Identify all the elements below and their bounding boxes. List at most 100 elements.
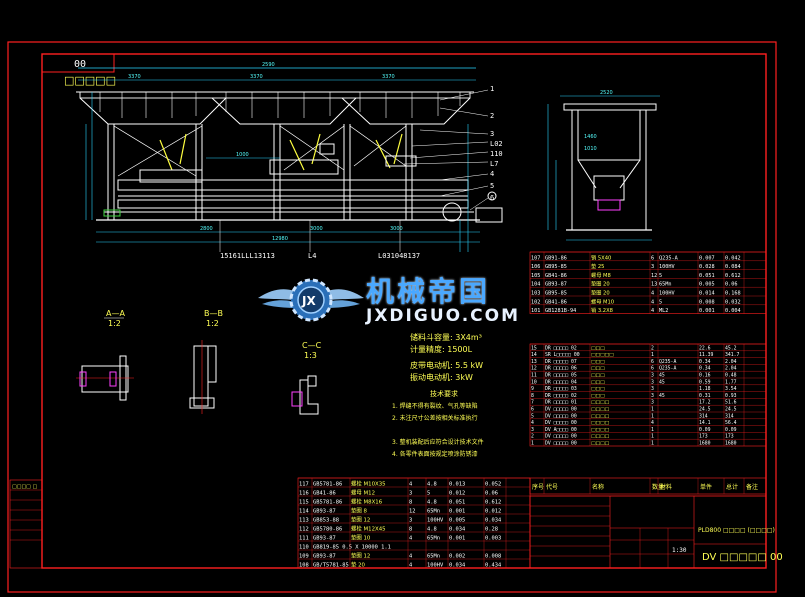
dim-side-mid: 1010 (584, 146, 597, 152)
bom-mid-cell: 5 (531, 413, 534, 419)
bom-mid-cell: 9 (531, 386, 534, 392)
spec-line-2: 计量精度: 1500L (410, 344, 473, 354)
bom-top-cell: 0.051 (699, 273, 715, 279)
section-b-label: B—B (204, 309, 223, 318)
bom-bottom-cell: 0.612 (485, 500, 501, 506)
bom-header-cell: 单件 (700, 483, 712, 491)
balloon-5: 5 (490, 182, 494, 190)
bom-mid-cell: □□□ (591, 367, 605, 372)
bom-mid-cell: 24.5 (725, 407, 737, 413)
bom-bottom-cell: 垫圈 8 (351, 507, 367, 515)
part-ref-left: 15161LLL13113 (220, 252, 275, 260)
bom-bottom-cell: 113 (299, 518, 309, 524)
bom-mid-cell: 1 (651, 352, 654, 358)
bom-header-cell: 名称 (592, 483, 604, 491)
bom-mid-cell: DR □□□□□ 06 (545, 366, 577, 372)
bom-mid-cell: DV □□□□□ 00 (545, 413, 577, 419)
bom-mid-cell: 2.04 (725, 366, 737, 372)
winged-gear-icon: JX (258, 278, 364, 322)
bom-top-cell: 100HV (659, 264, 675, 270)
bom-mid-cell: 6 (651, 366, 654, 372)
bom-top-cell: GB93-87 (545, 282, 567, 288)
bom-mid-cell: 173 (699, 434, 708, 440)
bom-bottom-cell: 0.034 (449, 527, 465, 533)
bom-mid-cell: 3 (651, 400, 654, 406)
bom-mid-cell: DR □□□□□ 03 (545, 386, 577, 392)
bom-mid-cell: 17.2 (699, 400, 711, 406)
dim-bottom-1: 2800 (200, 226, 213, 232)
bom-mid-cell: DR □□□□□ 05 (545, 373, 577, 379)
bom-bottom-cell: 0.051 (449, 500, 465, 506)
watermark-cn-text: 机械帝国 (366, 275, 491, 308)
bom-mid-cell: 341.7 (725, 352, 740, 358)
bom-mid-cell: 51.6 (725, 400, 737, 406)
bom-mid-cell: □□□ (591, 374, 605, 379)
bom-top-cell: 65Mn (659, 282, 672, 288)
bom-top-cell: 0.007 (699, 255, 715, 261)
bom-top-cell: 5 (659, 299, 662, 305)
balloon-l02: L02 (490, 140, 503, 148)
bom-mid-cell: 0.34 (699, 366, 711, 372)
bom-top-cell: 0.042 (725, 255, 741, 261)
spec-line-3: 皮带电动机: 5.5 kW (410, 360, 483, 370)
bom-mid-cell: 6 (651, 359, 654, 365)
bom-bottom-cell: 3 (409, 491, 412, 497)
bom-mid-cell: 1 (651, 413, 654, 419)
bom-bottom-cell: 100HV (427, 563, 444, 569)
bom-bottom-cell: 垫 20 (351, 561, 366, 569)
bom-bottom-cell: GB5780-86 (313, 527, 342, 533)
bom-mid-cell: DR □□□□□ 07 (545, 359, 577, 365)
bom-mid-cell: 3.54 (725, 386, 737, 392)
bom-top-cell: 销 5X40 (591, 253, 611, 261)
bom-mid-cell: DV □□□□□ 00 (545, 407, 577, 413)
bom-mid-cell: 3 (531, 427, 534, 433)
bom-mid-cell: 1680 (699, 441, 711, 447)
bom-mid-cell: 14.1 (699, 420, 711, 426)
bom-mid-cell: 14 (531, 352, 537, 358)
bom-mid-cell: □□□□ (591, 401, 609, 406)
bom-mid-cell: 1 (531, 441, 534, 447)
bom-top-cell: 垫 25 (591, 262, 604, 270)
bom-bottom-cell: GB819-85 0.5 X 10000 1.1 (313, 545, 391, 551)
dim-top-span-3: 3370 (382, 74, 395, 80)
bom-mid-cell: 45 (659, 379, 665, 385)
bom-top-cell: 4 (651, 291, 654, 297)
bom-bottom-cell: 12 (409, 509, 416, 515)
bom-bottom-cell: GB853-88 (313, 518, 339, 524)
bom-bottom-cell: 8 (409, 500, 412, 506)
dim-bottom-3: 3000 (390, 226, 403, 232)
bom-mid-cell: 173 (725, 434, 734, 440)
bom-top-cell: 101 (531, 308, 540, 314)
bom-mid-cell: 3 (651, 393, 654, 399)
tech-note-3: 3. 整机装配后应符合设计技术文件 (392, 438, 484, 446)
bom-mid-cell: 0.93 (725, 393, 737, 399)
balloon-110: 110 (490, 150, 503, 158)
bom-mid-cell: □□□ (591, 360, 605, 365)
main-view-label: □□□□□ (64, 74, 116, 87)
bom-mid-cell: DR □□□□□ 01 (545, 400, 577, 406)
bom-mid-cell: 8 (531, 393, 534, 399)
bom-bottom-cell: GB/T5781-85 (313, 563, 349, 569)
bom-bottom-cell: 0.012 (449, 491, 465, 497)
bom-mid-cell: 4 (531, 420, 534, 426)
bom-top-cell: 6 (651, 255, 654, 261)
bom-mid-cell: 12 (531, 366, 537, 372)
bom-mid-cell: 0.31 (699, 393, 711, 399)
left-table-title: □□□□ □ (12, 484, 37, 490)
dim-bottom-overall: 12980 (272, 236, 288, 242)
bom-bottom-cell: 0.034 (449, 563, 465, 569)
bom-mid-cell: 7 (531, 400, 534, 406)
dim-top-span-2: 3370 (250, 74, 263, 80)
bom-top-cell: 垫圈 20 (591, 280, 610, 288)
bom-mid-cell: 314 (725, 413, 734, 419)
bom-bottom-cell: 螺栓 M10X35 (351, 480, 386, 488)
bom-top-cell: 0.004 (725, 308, 741, 314)
bom-mid-cell: □□□□ (591, 435, 609, 440)
bom-bottom-cell: GB93-87 (313, 554, 336, 560)
bom-top-cell: 0.032 (725, 299, 741, 305)
bom-table-header: 序号代号名称数量材料单件总计备注 (529, 477, 767, 495)
bom-top-cell: 销 3.2X8 (591, 306, 613, 314)
bom-bottom-cell: 0.008 (485, 554, 501, 560)
